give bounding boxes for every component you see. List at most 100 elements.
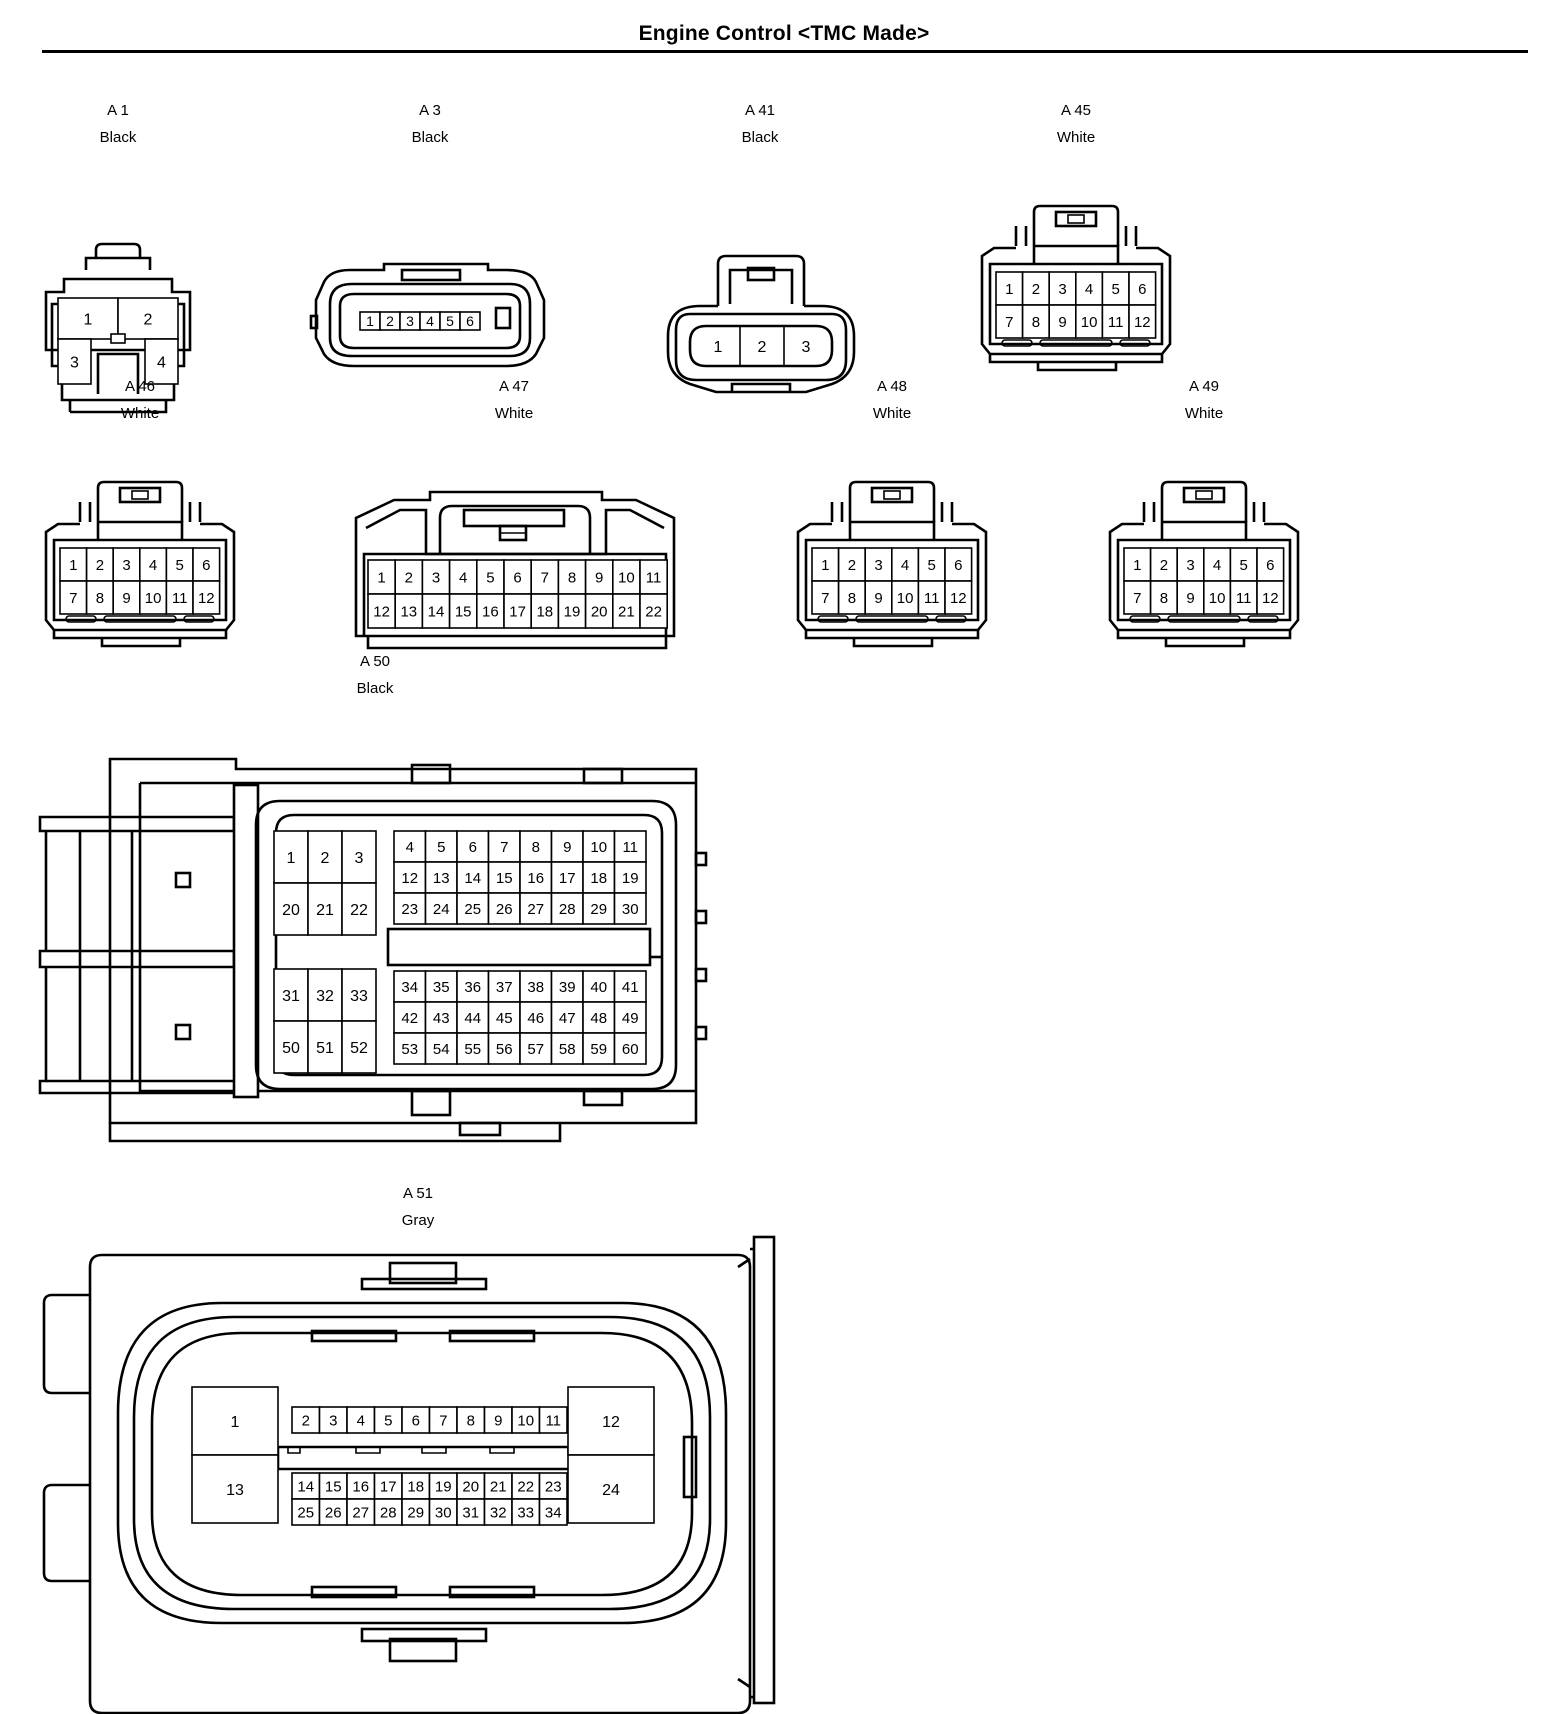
pin-cavity bbox=[341, 1020, 377, 1074]
pin-cavity bbox=[487, 892, 521, 925]
pin-number: 17 bbox=[509, 603, 526, 620]
pin-number: 10 bbox=[590, 839, 607, 856]
pin-number: 41 bbox=[622, 979, 639, 996]
pin-cavity bbox=[582, 892, 616, 925]
pin-number: 45 bbox=[496, 1010, 513, 1027]
pin-number: 57 bbox=[527, 1041, 544, 1058]
pin-cavity bbox=[1149, 580, 1178, 615]
pin-number: 53 bbox=[401, 1041, 418, 1058]
pin-number: 26 bbox=[496, 901, 513, 918]
pin-number: 8 bbox=[532, 839, 540, 856]
pin-cavity bbox=[456, 1472, 486, 1500]
pin-number: 6 bbox=[1138, 281, 1146, 298]
pin-number: 22 bbox=[350, 902, 368, 919]
pin-cavity bbox=[1101, 304, 1130, 339]
pin-cavity bbox=[341, 968, 377, 1022]
pin-number: 12 bbox=[198, 590, 215, 607]
pin-number: 26 bbox=[325, 1504, 342, 1521]
pin-cavity bbox=[476, 593, 505, 629]
pin-number: 10 bbox=[145, 590, 162, 607]
pin-number: 38 bbox=[527, 979, 544, 996]
pin-cavity bbox=[1149, 547, 1178, 582]
pin-number: 5 bbox=[1240, 557, 1248, 574]
pin-number: 28 bbox=[559, 901, 576, 918]
pin-number: 3 bbox=[355, 850, 364, 867]
pin-cavity bbox=[456, 1032, 490, 1065]
pin-number: 8 bbox=[1160, 590, 1168, 607]
pin-cavity bbox=[456, 830, 490, 863]
pin-cavity bbox=[538, 1406, 568, 1434]
pin-number: 9 bbox=[494, 1412, 502, 1429]
connector-color: Black bbox=[356, 680, 394, 697]
pin-cavity bbox=[373, 1498, 403, 1526]
pin-number: 19 bbox=[435, 1478, 452, 1495]
pin-number: 25 bbox=[297, 1504, 314, 1521]
pin-number: 10 bbox=[897, 590, 914, 607]
pin-number: 30 bbox=[622, 901, 639, 918]
pin-number: 8 bbox=[848, 590, 856, 607]
pin-cavity bbox=[944, 547, 973, 582]
pin-number: 15 bbox=[496, 870, 513, 887]
pin-cavity bbox=[511, 1472, 541, 1500]
pin-cavity bbox=[837, 580, 866, 615]
pin-number: 6 bbox=[466, 313, 474, 329]
pin-number: 43 bbox=[433, 1010, 450, 1027]
pin-number: 11 bbox=[646, 569, 662, 586]
pin-cavity bbox=[519, 1001, 553, 1034]
pin-number: 4 bbox=[459, 569, 467, 586]
pin-cavity bbox=[57, 297, 119, 340]
pin-number: 55 bbox=[464, 1041, 481, 1058]
pin-number: 3 bbox=[432, 569, 440, 586]
pin-number: 5 bbox=[486, 569, 494, 586]
pin-cavity bbox=[448, 559, 478, 595]
pin-number: 2 bbox=[144, 311, 153, 328]
pin-number: 11 bbox=[545, 1412, 561, 1429]
pin-cavity bbox=[582, 1032, 616, 1065]
pin-number: 8 bbox=[568, 569, 576, 586]
pin-cavity bbox=[511, 1406, 541, 1434]
pin-number: 10 bbox=[1081, 314, 1098, 331]
pin-number: 24 bbox=[602, 1482, 620, 1499]
pin-cavity bbox=[1176, 547, 1205, 582]
pin-number: 11 bbox=[1108, 314, 1124, 331]
pin-number: 5 bbox=[928, 557, 936, 574]
pin-number: 9 bbox=[1058, 314, 1066, 331]
pin-cavity bbox=[483, 1498, 513, 1526]
pin-number: 3 bbox=[1186, 557, 1194, 574]
connector-a50-face: 1202213224122351324614257152681627917281… bbox=[38, 757, 708, 1143]
pin-cavity bbox=[367, 593, 397, 629]
pin-cavity bbox=[811, 580, 840, 615]
pin-number: 34 bbox=[545, 1504, 562, 1521]
pin-cavity bbox=[1128, 304, 1157, 339]
pin-number: 1 bbox=[84, 311, 93, 328]
pin-number: 59 bbox=[590, 1041, 607, 1058]
connector-color: Black bbox=[411, 129, 449, 146]
pin-number: 21 bbox=[316, 902, 334, 919]
pin-number: 13 bbox=[433, 870, 450, 887]
pin-number: 28 bbox=[380, 1504, 397, 1521]
pin-number: 2 bbox=[302, 1412, 310, 1429]
connector-code: A 48 bbox=[876, 378, 908, 395]
pin-cavity bbox=[530, 593, 560, 629]
pin-cavity bbox=[448, 593, 478, 629]
pin-number: 13 bbox=[226, 1482, 244, 1499]
connector-color: White bbox=[494, 405, 534, 422]
pin-cavity bbox=[538, 1498, 568, 1526]
pin-number: 14 bbox=[428, 603, 445, 620]
pin-number: 23 bbox=[401, 901, 418, 918]
pin-number: 5 bbox=[446, 313, 454, 329]
pin-number: 6 bbox=[1266, 557, 1274, 574]
pin-number: 5 bbox=[437, 839, 445, 856]
connector-code: A 51 bbox=[402, 1185, 434, 1202]
pin-cavity bbox=[291, 1472, 321, 1500]
pin-cavity bbox=[318, 1472, 348, 1500]
pin-cavity bbox=[1229, 547, 1258, 582]
pin-cavity bbox=[567, 1454, 655, 1524]
pin-cavity bbox=[584, 593, 614, 629]
